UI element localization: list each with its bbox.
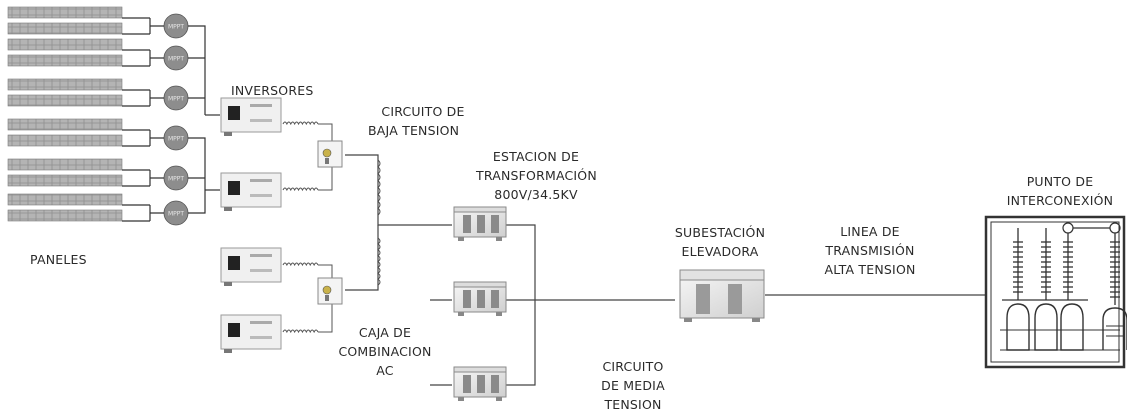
interconnection-point <box>984 215 1127 369</box>
solar-panel <box>7 158 123 171</box>
label-subestacion: SUBESTACIÓN ELEVADORA <box>674 225 766 259</box>
label-inversores: INVERSORES <box>231 83 314 98</box>
mppt-icon: MPPT <box>163 125 189 151</box>
svg-text:MPPT: MPPT <box>168 24 184 31</box>
step-up-substation <box>679 269 765 322</box>
label-punto-interconexion: PUNTO DE INTERCONEXIÓN <box>1006 174 1114 208</box>
mppt-icon: MPPT <box>163 200 189 226</box>
svg-text:MPPT: MPPT <box>168 136 184 143</box>
combiner-box-icon <box>317 140 343 168</box>
solar-panel <box>7 193 123 206</box>
inverters <box>220 97 282 353</box>
transformer-station-icon <box>453 281 507 316</box>
label-linea-transmision: LINEA DE TRANSMISIÓN ALTA TENSION <box>824 224 916 277</box>
mppt-icon: MPPT <box>163 45 189 71</box>
solar-panel <box>7 118 123 131</box>
inverter-icon <box>220 172 282 211</box>
inverter-icon <box>220 97 282 136</box>
solar-panel <box>7 54 123 67</box>
svg-text:MPPT: MPPT <box>168 211 184 218</box>
solar-panel <box>7 174 123 187</box>
solar-panel <box>7 94 123 107</box>
mppt-icon: MPPT <box>163 13 189 39</box>
transformation-stations <box>453 206 507 401</box>
svg-text:MPPT: MPPT <box>168 176 184 183</box>
panel-wiring <box>122 17 220 222</box>
combiner-box-icon <box>317 277 343 305</box>
solar-panel <box>7 134 123 147</box>
label-circuito-media: CIRCUITO DE MEDIA TENSION <box>601 359 665 412</box>
transformer-station-icon <box>453 366 507 401</box>
mppt-icon: MPPT <box>163 85 189 111</box>
transformer-station-icon <box>453 206 507 241</box>
label-estacion-transformacion: ESTACION DE TRANSFORMACIÓN 800V/34.5KV <box>476 149 597 202</box>
mppt-icon: MPPT <box>163 165 189 191</box>
label-caja-combinacion: CAJA DE COMBINACION AC <box>338 325 432 378</box>
label-paneles: PANELES <box>30 252 87 267</box>
solar-panel <box>7 38 123 51</box>
solar-panel <box>7 6 123 19</box>
mppt-controllers: MPPT MPPT MPPT MPPT MPPT MPPT <box>163 13 189 226</box>
solar-panel-array <box>7 6 123 222</box>
label-circuito-baja: CIRCUITO DE BAJA TENSION <box>368 104 465 138</box>
ac-combiner-boxes <box>317 140 343 305</box>
svg-text:MPPT: MPPT <box>168 56 184 63</box>
svg-text:MPPT: MPPT <box>168 96 184 103</box>
solar-panel <box>7 22 123 35</box>
solar-panel <box>7 78 123 91</box>
inverter-icon <box>220 247 282 286</box>
inverter-icon <box>220 314 282 353</box>
solar-panel <box>7 209 123 222</box>
medium-voltage-wiring <box>345 154 985 386</box>
